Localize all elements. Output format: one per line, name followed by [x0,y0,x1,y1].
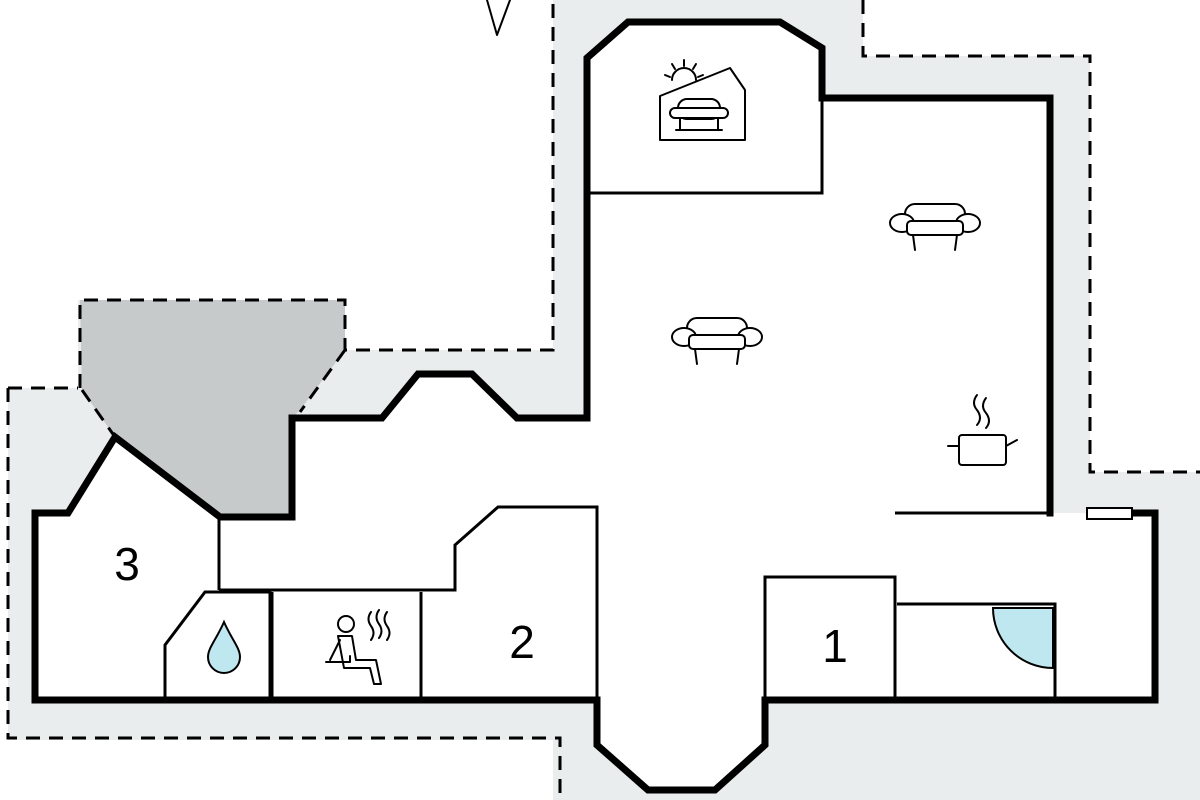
water-drop-icon [206,619,242,674]
interior-wall-corridor [219,505,599,700]
room-number-2: 2 [509,616,535,668]
sauna-icon [325,609,391,685]
interior-wall-shower [897,602,1057,700]
room-number-3: 3 [114,538,140,590]
sofa-icon [671,317,763,365]
room-number-1: 1 [822,620,848,672]
terrace-outline-right [861,0,1200,474]
interior-wall-bathroom [163,590,272,700]
roof-outline [80,349,347,438]
quarter-circle-shower-icon [991,607,1054,670]
terrace-outline [6,388,562,800]
interior-wall-conservatory [587,98,824,195]
interior-wall-room1 [763,575,897,700]
conservatory-sun-sofa-icon [659,59,746,141]
north-arrow-icon [486,0,511,36]
sofa-icon [889,203,981,251]
roof-overhang [80,300,345,517]
window [1086,507,1133,520]
cooking-pot-icon [947,394,1018,466]
exterior-wall [583,18,1054,517]
terrace-outline-left [8,0,555,390]
house-footprint [35,22,1155,790]
exterior-wall-right [31,370,1159,794]
interior-wall-sauna [270,592,423,700]
